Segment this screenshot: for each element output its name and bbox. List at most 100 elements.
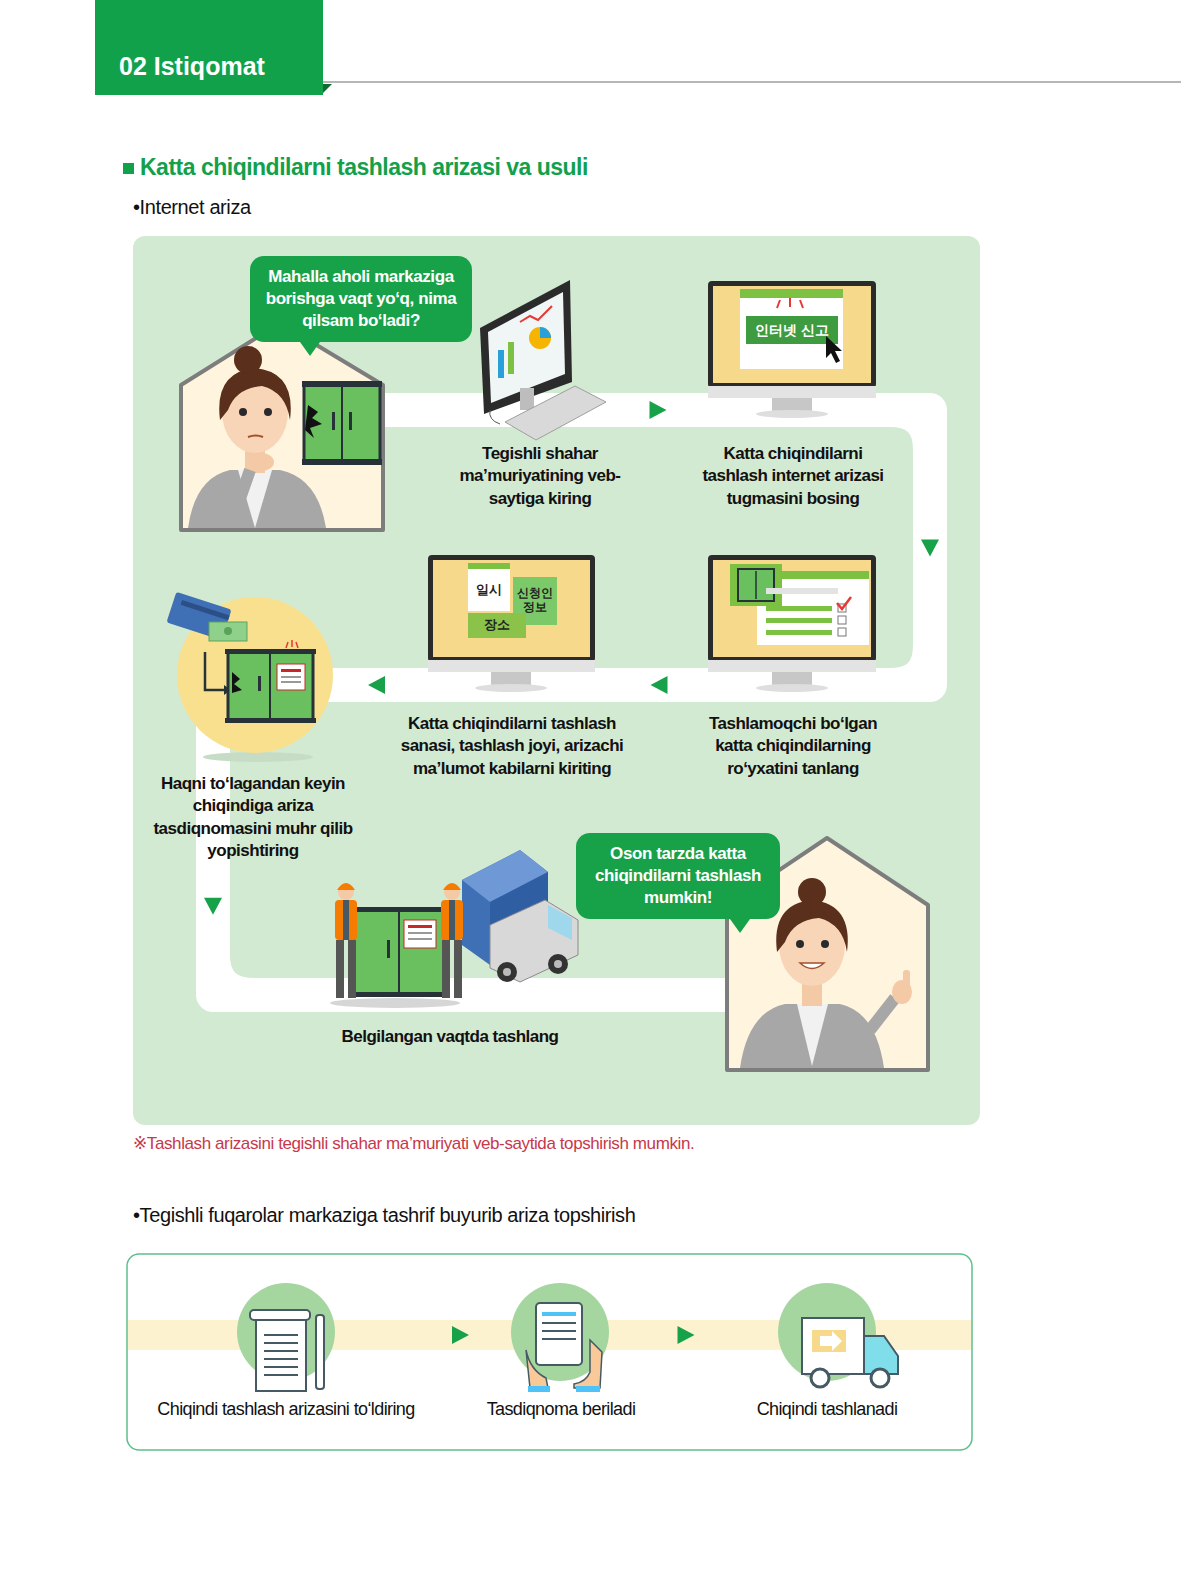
monitor-button-part <box>713 286 871 383</box>
arrow-head <box>204 898 222 915</box>
monitor-list-part <box>708 660 876 672</box>
house-left <box>181 323 383 530</box>
truck-workers-part <box>444 884 460 900</box>
speech-bubble: Mahalla aholi markaziga borishga vaqt yo… <box>250 256 472 342</box>
monitor-list-part <box>766 630 832 635</box>
connector-group <box>356 676 398 694</box>
node-text: Haqni to‘lagandan keyin chiqindiga ariza… <box>150 773 356 863</box>
computer-icon-part <box>540 327 551 338</box>
connector-group <box>622 401 693 419</box>
truck-workers-part <box>503 968 511 976</box>
arrow-head <box>921 540 939 557</box>
process-step: Tegishli shahar ma’muriyatining veb-sayt… <box>458 275 622 510</box>
process-step: Tashlamoqchi bo‘lgan katta chiqindilarni… <box>693 553 893 780</box>
payment-icon-part <box>181 600 230 620</box>
computer-icon-part <box>520 388 534 410</box>
truck-icon-part <box>820 1331 842 1351</box>
node-text: Katta chiqindilarni tashlash sanasi, tas… <box>398 713 626 780</box>
monitor-form-part <box>428 555 595 662</box>
house-left-part <box>302 459 382 465</box>
node-text: Katta chiqindilarni tashlash internet ar… <box>693 443 893 510</box>
truck-workers-part <box>408 925 432 928</box>
flow-connector <box>356 668 398 702</box>
house-left-part <box>305 405 322 438</box>
truck-workers-part <box>348 940 356 998</box>
tablet-icon <box>511 1283 609 1392</box>
monitor-form <box>428 555 595 692</box>
house-left-part <box>349 412 352 430</box>
monitor-list-part <box>730 564 782 606</box>
connector-group <box>644 1326 727 1344</box>
bullet-heading: •Internet ariza <box>133 196 533 219</box>
monitor-form-part <box>468 613 526 638</box>
monitor-list-part <box>713 560 871 657</box>
computer-icon-part <box>520 306 552 322</box>
house-left-part <box>302 381 382 387</box>
monitor-button-part <box>746 316 838 344</box>
monitor-form-part <box>468 563 510 569</box>
truck-icon <box>778 1283 898 1387</box>
tablet-icon-part <box>542 1322 576 1324</box>
woman-thinking-part <box>248 436 263 438</box>
button-label: 인터넷 신고 <box>746 316 838 344</box>
truck-workers-part <box>398 912 400 992</box>
house-right-part <box>903 970 910 988</box>
monitor-form-part <box>475 684 547 692</box>
title-square <box>123 163 134 174</box>
truck-workers-part <box>350 907 448 912</box>
page-title: Katta chiqindilarni tashlash arizasi va … <box>140 154 1040 181</box>
computer-icon-part <box>529 327 551 349</box>
truck-workers-part <box>350 992 448 997</box>
truck-workers <box>330 850 578 1008</box>
woman-thinking-part <box>264 408 272 416</box>
process-step: Tasdiqnoma beriladi <box>478 1280 644 1421</box>
process-step: Chiqindi tashlash arizasini to‘ldiring <box>130 1280 442 1421</box>
house-right-part <box>798 878 826 906</box>
payment-icon-part <box>232 672 242 693</box>
truck-workers-part <box>554 960 562 968</box>
truck-workers-part <box>408 938 432 940</box>
arrow-head <box>368 676 385 694</box>
house-right-part <box>776 900 848 952</box>
truck-workers-part <box>454 940 462 998</box>
woman-thinking <box>188 346 326 528</box>
node-text: Mahalla aholi markaziga borishga vaqt yo… <box>262 266 460 332</box>
tablet-icon-part <box>576 1386 600 1392</box>
truck-icon-part <box>778 1283 876 1381</box>
truck-workers-part <box>404 920 436 948</box>
bullet-heading: •Tegishli fuqarolar markaziga tashrif bu… <box>133 1204 833 1227</box>
connector-group <box>442 1326 478 1344</box>
monitor-button-part <box>740 289 843 298</box>
tablet-icon-part <box>528 1386 550 1392</box>
connector-group <box>626 676 693 694</box>
header-line <box>95 0 1181 95</box>
house-left-part <box>341 387 343 459</box>
monitor-button-part <box>772 398 812 412</box>
form-icon <box>237 1283 335 1391</box>
tablet-icon-part <box>542 1338 576 1340</box>
flow-connector <box>213 863 320 995</box>
truck-workers-part <box>490 900 578 982</box>
truck-workers-part <box>335 900 357 940</box>
bottom-panel <box>127 1254 972 1450</box>
woman-thinking-part <box>239 408 247 416</box>
monitor-button-part <box>708 281 876 388</box>
house-right-part <box>870 998 895 1030</box>
payment-icon-part <box>205 652 224 690</box>
computer-icon-part <box>498 350 504 378</box>
form-icon-part <box>264 1334 298 1336</box>
truck-workers-part <box>408 932 432 934</box>
monitor-button-part <box>708 386 876 398</box>
monitor-list-part <box>766 618 832 623</box>
arrow-head <box>678 1326 695 1344</box>
arrow-head <box>651 676 668 694</box>
house-right-part <box>796 940 804 948</box>
computer-icon <box>480 280 606 440</box>
truck-workers-part <box>336 940 344 998</box>
truck-icon-part <box>811 1369 829 1387</box>
monitor-list-part <box>755 571 757 599</box>
form-field: 신청인 정보 <box>513 577 557 625</box>
truck-workers-part <box>338 884 354 900</box>
monitor-form-part <box>491 672 531 686</box>
flow-panel <box>133 236 980 1125</box>
